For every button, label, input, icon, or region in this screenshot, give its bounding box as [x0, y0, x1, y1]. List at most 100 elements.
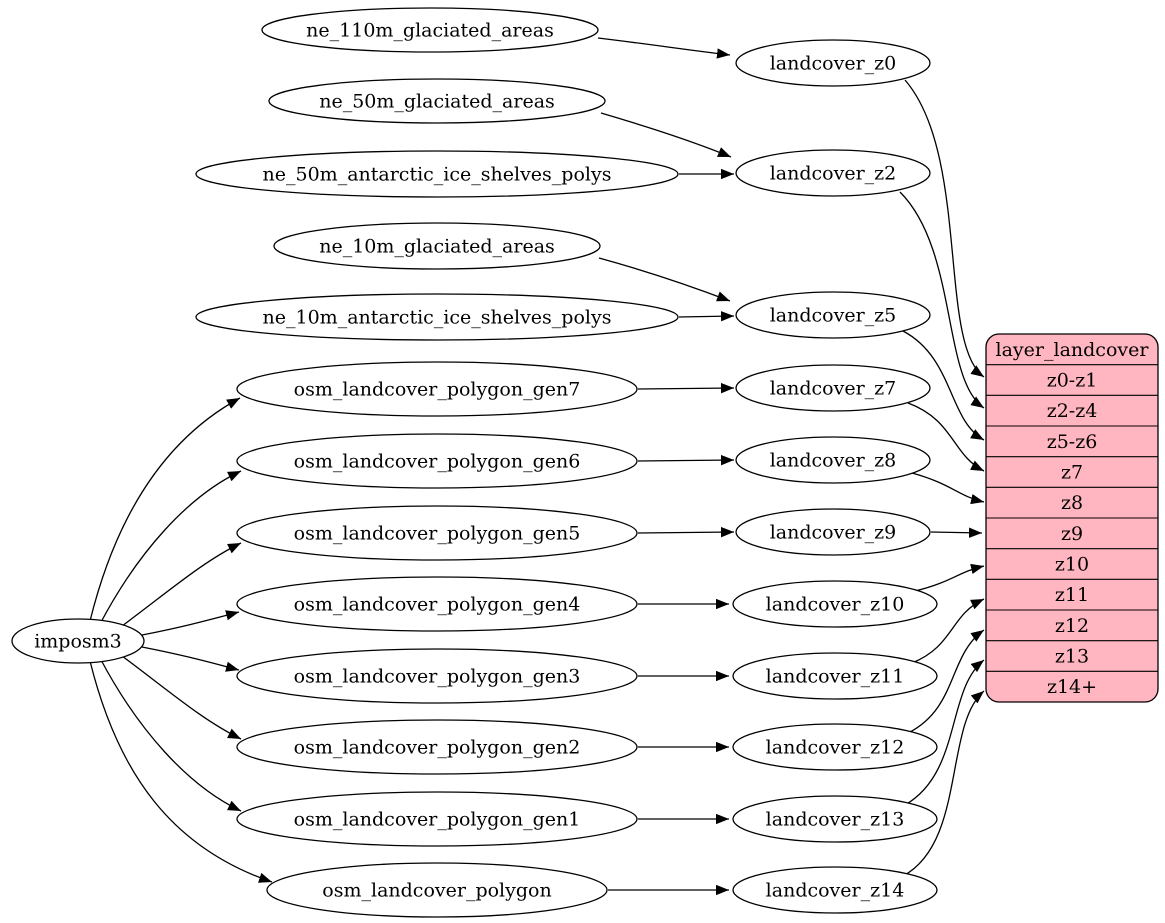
edge-imposm3-gen7 [89, 397, 241, 622]
node-landcover-z2: landcover_z2 [735, 149, 931, 197]
node-shape [261, 7, 599, 53]
edge-imposm3-gen6 [99, 470, 242, 625]
node-osm-landcover-polygon-gen1: osm_landcover_polygon_gen1 [236, 791, 638, 847]
node-ne-50m-glaciated-areas: ne_50m_glaciated_areas [268, 78, 606, 124]
node-label: landcover_z5 [770, 305, 897, 327]
edges [89, 37, 985, 896]
table-row-z11: z11 [1055, 584, 1089, 606]
node-osm-landcover-polygon-gen2: osm_landcover_polygon_gen2 [236, 719, 638, 775]
node-shape [236, 719, 638, 775]
node-label: landcover_z14 [766, 880, 905, 902]
table-row-z5-z6: z5-z6 [1047, 431, 1098, 453]
edge-imposm3-gen5 [117, 542, 242, 630]
node-imposm3: imposm3 [11, 618, 145, 664]
edge-z10-row [914, 563, 985, 592]
node-shape [195, 150, 679, 198]
node-landcover-z0: landcover_z0 [735, 39, 931, 87]
node-label: osm_landcover_polygon_gen3 [294, 666, 581, 688]
node-shape [236, 576, 638, 632]
edge-z9-row [930, 527, 983, 538]
node-shape [732, 580, 938, 628]
node-landcover-z11: landcover_z11 [732, 652, 938, 700]
edge-imposm3-gen4 [141, 610, 240, 636]
edge-z5-row [902, 330, 985, 441]
node-label: landcover_z9 [770, 522, 897, 544]
node-osm-landcover-polygon-gen7: osm_landcover_polygon_gen7 [236, 361, 638, 417]
node-label: landcover_z7 [770, 378, 897, 400]
edge-z11-row [911, 598, 985, 664]
node-shape [735, 364, 931, 412]
node-shape [732, 795, 938, 843]
node-label: osm_landcover_polygon [322, 880, 551, 902]
edge-z12-row [907, 629, 985, 734]
node-label: osm_landcover_polygon_gen4 [294, 594, 581, 616]
edge-imposm3-gen2 [117, 652, 242, 740]
node-landcover-z10: landcover_z10 [732, 580, 938, 628]
node-landcover-z8: landcover_z8 [735, 436, 931, 484]
node-label: osm_landcover_polygon_gen6 [294, 451, 581, 473]
node-shape [732, 723, 938, 771]
edge-ne50-z2 [600, 112, 732, 158]
table-row-z8: z8 [1061, 492, 1083, 514]
table-row-z2-z4: z2-z4 [1047, 400, 1098, 422]
table-row-z10: z10 [1055, 554, 1089, 576]
node-shape [236, 361, 638, 417]
node-ne-10m-antarctic-ice-shelves-polys: ne_10m_antarctic_ice_shelves_polys [195, 293, 679, 341]
node-label: ne_50m_antarctic_ice_shelves_polys [263, 164, 612, 186]
node-label: landcover_z11 [766, 666, 905, 688]
node-label: ne_10m_glaciated_areas [319, 236, 555, 258]
node-shape [266, 862, 608, 918]
node-label: landcover_z12 [766, 737, 905, 759]
node-label: ne_10m_antarctic_ice_shelves_polys [263, 307, 612, 329]
node-shape [236, 505, 638, 561]
node-label: landcover_z2 [770, 163, 897, 185]
table-title: layer_landcover [996, 339, 1150, 361]
node-landcover-z14: landcover_z14 [732, 866, 938, 914]
node-ne-110m-glaciated-areas: ne_110m_glaciated_areas [261, 7, 599, 53]
node-shape [735, 291, 931, 339]
node-shape [735, 149, 931, 197]
node-landcover-z13: landcover_z13 [732, 795, 938, 843]
table-row-z9: z9 [1061, 523, 1083, 545]
table-row-z12: z12 [1055, 615, 1089, 637]
node-shape [732, 866, 938, 914]
node-shape [735, 508, 931, 556]
node-landcover-z12: landcover_z12 [732, 723, 938, 771]
node-label: landcover_z13 [766, 809, 905, 831]
node-ne-50m-antarctic-ice-shelves-polys: ne_50m_antarctic_ice_shelves_polys [195, 150, 679, 198]
node-label: landcover_z0 [770, 53, 897, 75]
layer-landcover-table: layer_landcover z0-z1 z2-z4 z5-z6 z7 z8 … [985, 333, 1159, 703]
edge-imposm3-poly [89, 660, 273, 883]
table-row-z7: z7 [1061, 462, 1083, 484]
node-label: imposm3 [34, 631, 122, 653]
node-shape [236, 433, 638, 489]
edge-ne10-z5 [598, 257, 731, 302]
node-label: osm_landcover_polygon_gen1 [294, 809, 581, 831]
node-osm-landcover-polygon-gen5: osm_landcover_polygon_gen5 [236, 505, 638, 561]
node-shape [236, 791, 638, 847]
edge-z13-row [904, 659, 985, 806]
node-landcover-z9: landcover_z9 [735, 508, 931, 556]
node-label: landcover_z10 [766, 594, 905, 616]
node-osm-landcover-polygon-gen6: osm_landcover_polygon_gen6 [236, 433, 638, 489]
edge-imposm3-gen3 [141, 646, 240, 672]
node-shape [236, 648, 638, 704]
node-shape [195, 293, 679, 341]
node-osm-landcover-polygon: osm_landcover_polygon [266, 862, 608, 918]
node-label: osm_landcover_polygon_gen5 [294, 523, 581, 545]
node-label: landcover_z8 [770, 450, 897, 472]
node-label: osm_landcover_polygon_gen7 [294, 379, 581, 401]
edge-z2-row [899, 191, 985, 409]
table-row-z0-z1: z0-z1 [1047, 370, 1098, 392]
edge-z8-row [911, 472, 985, 505]
node-shape [735, 39, 931, 87]
node-shape [273, 222, 601, 270]
node-osm-landcover-polygon-gen4: osm_landcover_polygon_gen4 [236, 576, 638, 632]
edge-ne110-z0 [597, 37, 731, 59]
node-shape [732, 652, 938, 700]
node-ne-10m-glaciated-areas: ne_10m_glaciated_areas [273, 222, 601, 270]
edge-gen7-z7 [637, 382, 735, 394]
node-osm-landcover-polygon-gen3: osm_landcover_polygon_gen3 [236, 648, 638, 704]
